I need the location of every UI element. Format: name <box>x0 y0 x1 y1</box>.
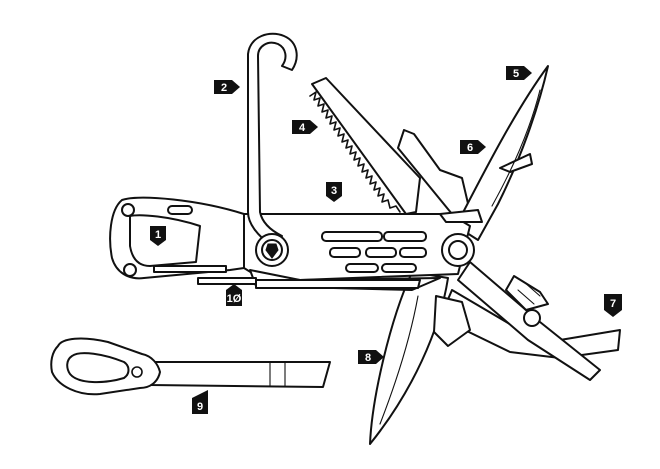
callout-8-label: 8 <box>365 352 371 364</box>
hook-tool <box>247 32 298 267</box>
callout-9: 9 <box>192 390 208 414</box>
callout-1-label: 1 <box>155 229 161 241</box>
opener-blade <box>397 129 471 215</box>
bottom-bit <box>197 277 421 289</box>
callout-8: 8 <box>358 350 384 364</box>
callout-9-label: 9 <box>197 401 203 413</box>
carabiner <box>109 196 245 280</box>
bit-driver-tool <box>50 337 331 396</box>
callout-3: 3 <box>326 182 342 202</box>
callout-4-label: 4 <box>299 122 306 134</box>
callout-4: 4 <box>292 120 318 134</box>
callout-7-label: 7 <box>610 298 616 310</box>
saw-blade <box>309 77 421 215</box>
callout-1: 1 <box>150 226 166 246</box>
callout-2-label: 2 <box>221 82 227 94</box>
callout-6-label: 6 <box>467 142 473 154</box>
callout-7: 7 <box>604 294 622 317</box>
callout-6: 6 <box>460 140 486 154</box>
callout-10-label: 1Ø <box>227 293 242 305</box>
callout-10: 1Ø <box>226 284 242 306</box>
callout-2: 2 <box>214 80 240 94</box>
callout-5-label: 5 <box>513 68 519 80</box>
callout-5: 5 <box>506 66 532 80</box>
callout-3-label: 3 <box>331 185 337 197</box>
pliers <box>433 261 621 381</box>
